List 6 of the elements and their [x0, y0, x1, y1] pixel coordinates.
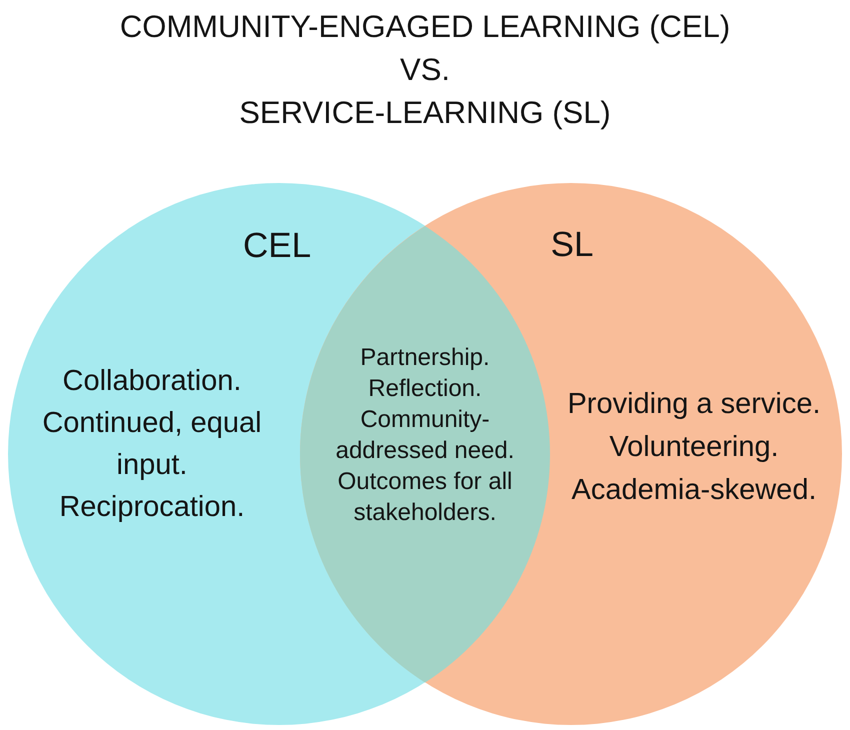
set-label: SL	[550, 224, 594, 266]
description-text: Providing a service. Volunteering. Academia-skewed.	[566, 387, 822, 508]
description-text: Collaboration. Continued, equal input. Reciprocation.	[41, 364, 263, 525]
set-label: CEL	[242, 225, 312, 267]
description-text: Partnership. Reflection. Community-addressed need. Outcomes for all stakeholders.	[334, 342, 516, 528]
diagram-title: COMMUNITY-ENGAGED LEARNING (CEL) VS. SERVICE-LEARNING (SL)	[120, 8, 730, 132]
